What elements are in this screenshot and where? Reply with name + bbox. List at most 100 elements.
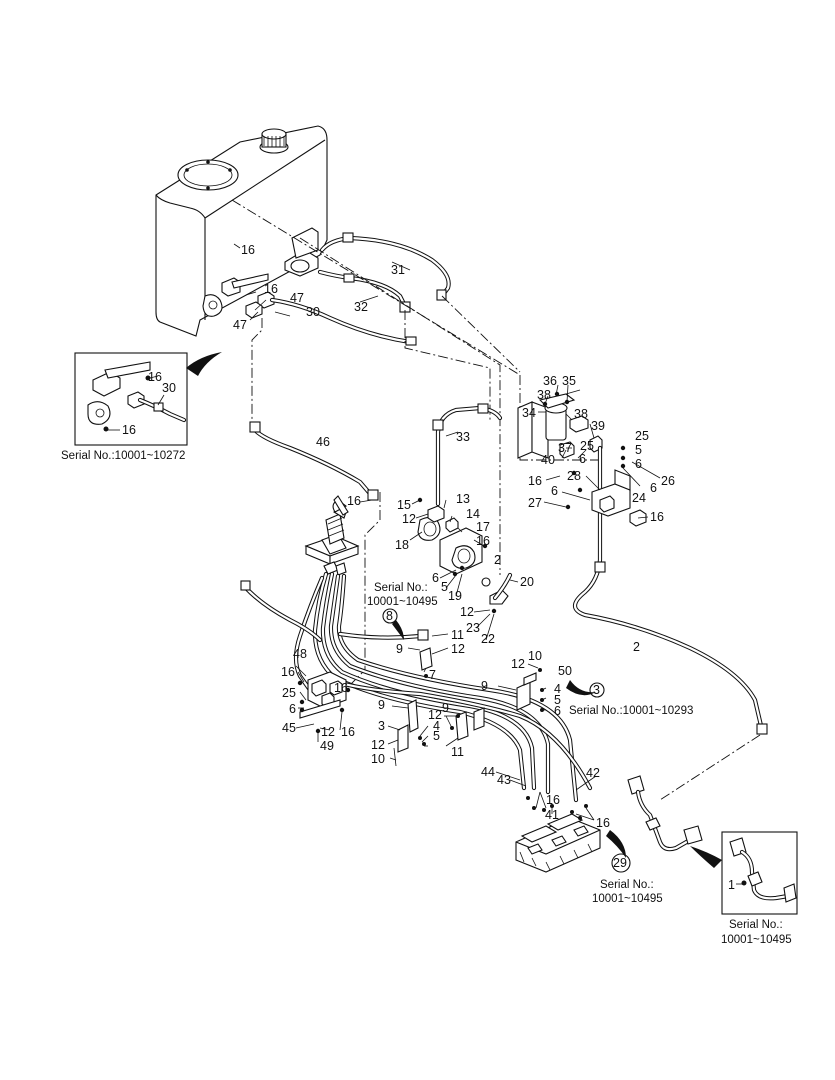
callout: 5 [441,580,448,594]
callout: 38 [537,388,551,402]
callout: 6 [554,704,561,718]
serial-note: 10001~10495 [367,596,438,608]
callout: 4 [433,719,440,733]
callout: 35 [562,374,576,388]
callout: 48 [293,647,307,661]
reference-number: 29 [613,856,627,870]
callout: 6 [579,452,586,466]
callout: 16 [650,510,664,524]
hose-2 [572,445,768,735]
callout: 6 [635,457,642,471]
control-valve [515,796,601,873]
serial-note: Serial No.:10001~10293 [569,705,693,717]
serial-note: 10001~10495 [721,934,792,946]
callout: 13 [456,492,470,506]
callout: 45 [282,721,296,735]
inset-detail-harness [690,831,798,915]
serial-notes: Serial No.:10001~10272 Serial No.: 10001… [61,450,792,946]
callout: 16 [347,494,361,508]
valve-block-48 [297,671,351,742]
callout: 5 [635,443,642,457]
callout: 11 [451,745,464,759]
callout: 26 [661,474,675,488]
callout: 24 [632,491,646,505]
callout: 46 [316,435,330,449]
callout: 32 [354,300,368,314]
reference-arrows [566,680,626,858]
callout: 12 [460,605,474,619]
callout: 9 [442,701,449,715]
hose-32 [317,269,411,313]
callout: 16 [264,282,278,296]
callout: 6 [551,484,558,498]
leader-lines [233,243,649,821]
reference-circles: 8 3 29 [382,608,631,873]
callout: 50 [558,664,572,678]
callout: 14 [466,507,480,521]
callout: 16 [546,793,560,807]
serial-note: 10001~10495 [592,893,663,905]
callout: 6 [289,702,296,716]
callout: 16 [528,474,542,488]
callout: 10 [371,752,385,766]
callout: 36 [543,374,557,388]
callout: 11 [451,628,464,642]
callout: 7 [429,668,436,682]
callout: 25 [282,686,296,700]
callout: 23 [466,621,480,635]
serial-note: Serial No.:10001~10272 [61,450,185,462]
callout: 19 [448,589,462,603]
callout: 39 [591,419,605,433]
callout: 16 [341,725,355,739]
serial-note: Serial No.: [600,879,654,891]
callout: 49 [320,739,334,753]
callout: 16 [281,665,295,679]
callout: 34 [522,406,536,420]
callout: 25 [635,429,649,443]
callout: 47 [290,291,304,305]
bracket-24-28 [565,445,661,527]
callout: 30 [162,381,176,395]
callout: 10 [528,649,542,663]
callout: 43 [497,773,511,787]
callout: 5 [554,693,561,707]
inset-detail-serial-10272 [74,352,222,446]
hose-31 [319,232,451,301]
callout: 31 [391,263,405,277]
serial-note: Serial No.: [729,919,783,931]
callout: 3 [378,719,385,733]
callout: 18 [395,538,409,552]
callout: 6 [432,571,439,585]
hose-bundle [293,571,593,803]
callout: 1 [728,878,735,892]
hose-left [240,580,323,643]
callout: 27 [528,496,542,510]
callout: 15 [397,498,411,512]
callout: 40 [541,453,555,467]
callout: 9 [481,679,488,693]
callout: 16 [476,534,490,548]
callout: 37 [558,441,572,455]
callout: 12 [402,512,416,526]
control-lever [304,495,360,576]
serial-note: Serial No.: [374,582,428,594]
callout: 5 [433,729,440,743]
callout: 16 [148,370,162,384]
callout: 4 [554,682,561,696]
hose-46 [249,421,379,501]
callout: 17 [476,520,490,534]
callout: 2 [494,553,501,567]
callout: 20 [520,575,534,589]
reference-number: 3 [593,683,600,697]
wire-harness [627,775,703,852]
callout: 42 [586,766,600,780]
callout: 12 [371,738,385,752]
callout: 16 [122,423,136,437]
callout: 44 [481,765,495,779]
callout: 12 [511,657,525,671]
callout: 16 [241,243,255,257]
callout: 9 [396,642,403,656]
callout: 12 [321,725,335,739]
callout: 33 [456,430,470,444]
callout: 25 [580,439,594,453]
